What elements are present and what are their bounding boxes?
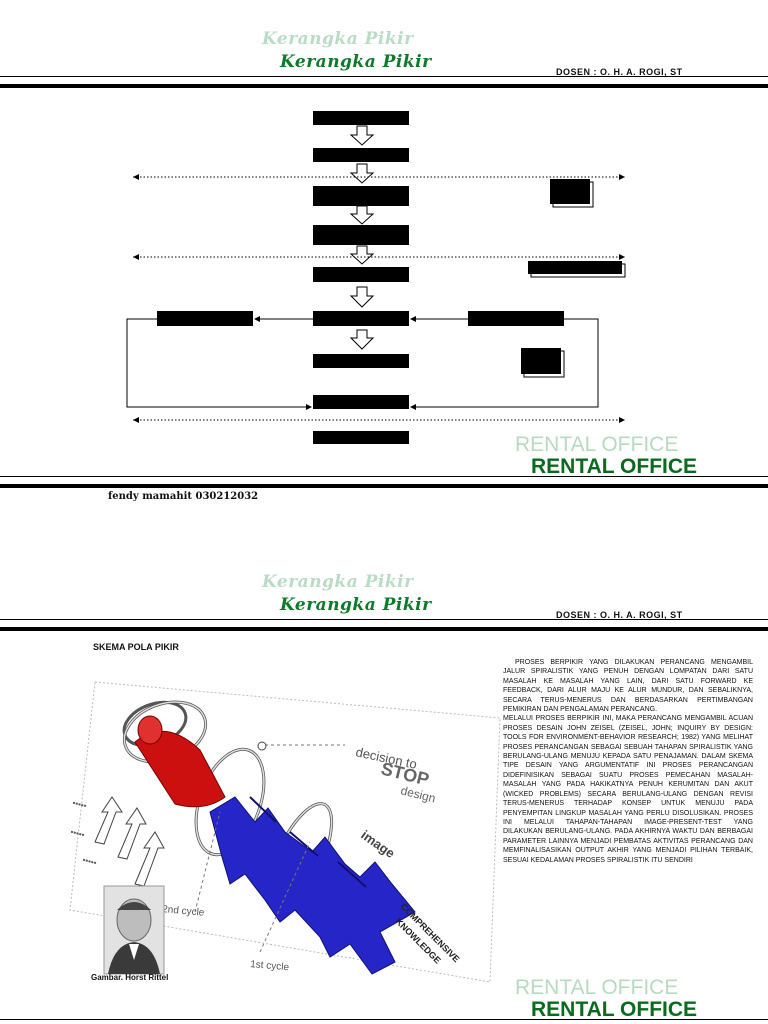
- rental-office-logo: RENTAL OFFICE: [531, 998, 698, 1021]
- dosen-label: DOSEN : O. H. A. ROGI, ST: [556, 67, 683, 77]
- flow-diagram: [126, 111, 626, 444]
- label-image: image: [358, 827, 397, 861]
- svg-text:▪▪▪▪▪: ▪▪▪▪▪: [71, 798, 87, 810]
- title-shadow: Kerangka Pikir: [262, 29, 414, 49]
- flow-box-7: [313, 354, 409, 368]
- slide-kerangka-pikir-flow: Kerangka Pikir Kerangka Pikir DOSEN : O.…: [0, 29, 768, 502]
- body-text: PROSES BERPIKIR YANG DILAKUKAN PERANCANG…: [503, 658, 753, 865]
- side-box-1: [550, 179, 590, 204]
- footer-rule-thin: [0, 476, 768, 477]
- spiral-design-diagram: ▪▪▪▪▪ ▪▪▪▪▪ ▪▪▪▪▪ decision to STOP desig…: [69, 681, 501, 983]
- dosen-label: DOSEN : O. H. A. ROGI, ST: [556, 610, 683, 620]
- flow-box-3: [313, 186, 409, 206]
- svg-text:▪▪▪▪▪: ▪▪▪▪▪: [81, 855, 97, 867]
- header-rule-thick: [0, 84, 768, 88]
- flow-box-6: [313, 311, 409, 326]
- label-design: design: [399, 783, 437, 805]
- rental-office-logo: RENTAL OFFICE: [531, 455, 698, 478]
- author-label: fendy mamahit 030212032: [108, 491, 259, 502]
- label-first-cycle: 1st cycle: [250, 959, 290, 973]
- flow-box-5: [313, 267, 409, 282]
- title-shadow: Kerangka Pikir: [262, 572, 414, 592]
- header-rule-thick: [0, 627, 768, 631]
- figure-caption: Gambar. Horst Rittel: [91, 973, 169, 982]
- header-rule-thin: [0, 76, 768, 77]
- flow-box-9: [313, 431, 409, 444]
- flow-box-2: [313, 148, 409, 162]
- label-second-cycle: 2nd cycle: [162, 904, 205, 919]
- side-box-2: [528, 261, 622, 274]
- paragraph-2: MELALUI PROSES BERPIKIR INI, MAKA PERANC…: [503, 715, 753, 864]
- left-box: [157, 311, 253, 326]
- header-rule-thin: [0, 619, 768, 620]
- paragraph-1: PROSES BERPIKIR YANG DILAKUKAN PERANCANG…: [503, 659, 753, 714]
- page-title: Kerangka Pikir: [280, 595, 432, 615]
- right-box: [468, 311, 564, 326]
- flow-box-4: [313, 225, 409, 245]
- slide-skema-pola-pikir: Kerangka Pikir Kerangka Pikir DOSEN : O.…: [0, 512, 768, 1024]
- blue-arrow: [209, 796, 416, 975]
- page-title: Kerangka Pikir: [280, 52, 432, 72]
- rental-office-shadow: RENTAL OFFICE: [515, 433, 679, 456]
- flow-box-1: [313, 111, 409, 125]
- rental-office-shadow: RENTAL OFFICE: [515, 976, 679, 999]
- svg-text:▪▪▪▪▪: ▪▪▪▪▪: [69, 827, 85, 839]
- portrait-horst-rittel: [103, 885, 165, 975]
- section-heading: SKEMA POLA PIKIR: [93, 642, 179, 652]
- footer-rule-thin: [0, 1019, 768, 1020]
- side-box-3: [521, 348, 561, 374]
- footer-rule-thick: [0, 484, 768, 488]
- flow-box-8: [313, 395, 409, 409]
